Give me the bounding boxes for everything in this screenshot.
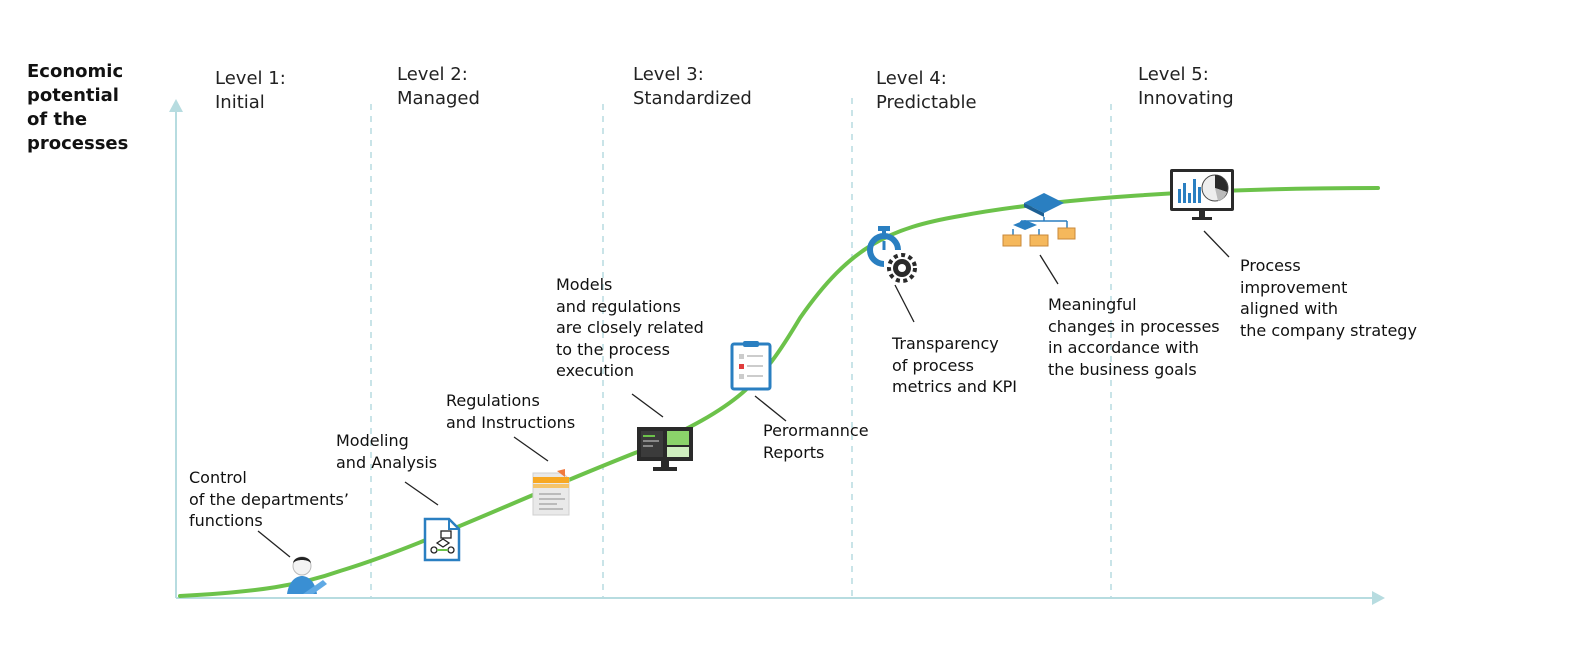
level-5-label: Level 5: Innovating [1138, 64, 1234, 109]
growth-curve [178, 186, 1380, 598]
leader-line-5 [754, 395, 787, 422]
leader-line-3 [513, 436, 549, 462]
leader-line-4 [631, 393, 664, 418]
annotation-changes: Meaningful changes in processes in accor… [1048, 295, 1220, 379]
leader-line-7 [1039, 254, 1059, 285]
leader-line-8 [1203, 230, 1230, 258]
leader-line-6 [894, 284, 915, 323]
level-4-label: Level 4: Predictable [876, 68, 977, 113]
stopwatch-gear-icon [867, 226, 917, 283]
annotation-modeling: Modeling and Analysis [336, 431, 438, 472]
annotation-improvement: Process improvement aligned with the com… [1240, 256, 1417, 340]
annotation-reports: Perormannce Reports [763, 421, 869, 462]
annotation-transparency: Transparency of process metrics and KPI [892, 334, 1017, 396]
annotation-control: Control of the departments’ functions [189, 468, 349, 530]
analytics-monitor-icon [1170, 169, 1234, 220]
x-axis-arrow [1372, 591, 1385, 605]
annotation-models: Models and regulations are closely relat… [556, 275, 704, 380]
org-chart-icon [1002, 193, 1076, 247]
document-icon [532, 469, 570, 516]
leader-line-2 [404, 481, 439, 506]
y-axis-arrow [169, 99, 183, 112]
level-2-label: Level 2: Managed [397, 64, 480, 109]
process-model-icon [423, 517, 461, 562]
user-icon [287, 556, 327, 594]
annotation-regulations: Regulations and Instructions [446, 391, 576, 432]
level-3-label: Level 3: Standardized [633, 64, 752, 109]
y-axis-title: Economic potential of the processes [27, 61, 129, 154]
level-1-label: Level 1: Initial [215, 68, 286, 113]
monitor-dashboard-icon [637, 427, 693, 471]
leader-line-1 [257, 530, 291, 558]
clipboard-report-icon [730, 341, 772, 391]
